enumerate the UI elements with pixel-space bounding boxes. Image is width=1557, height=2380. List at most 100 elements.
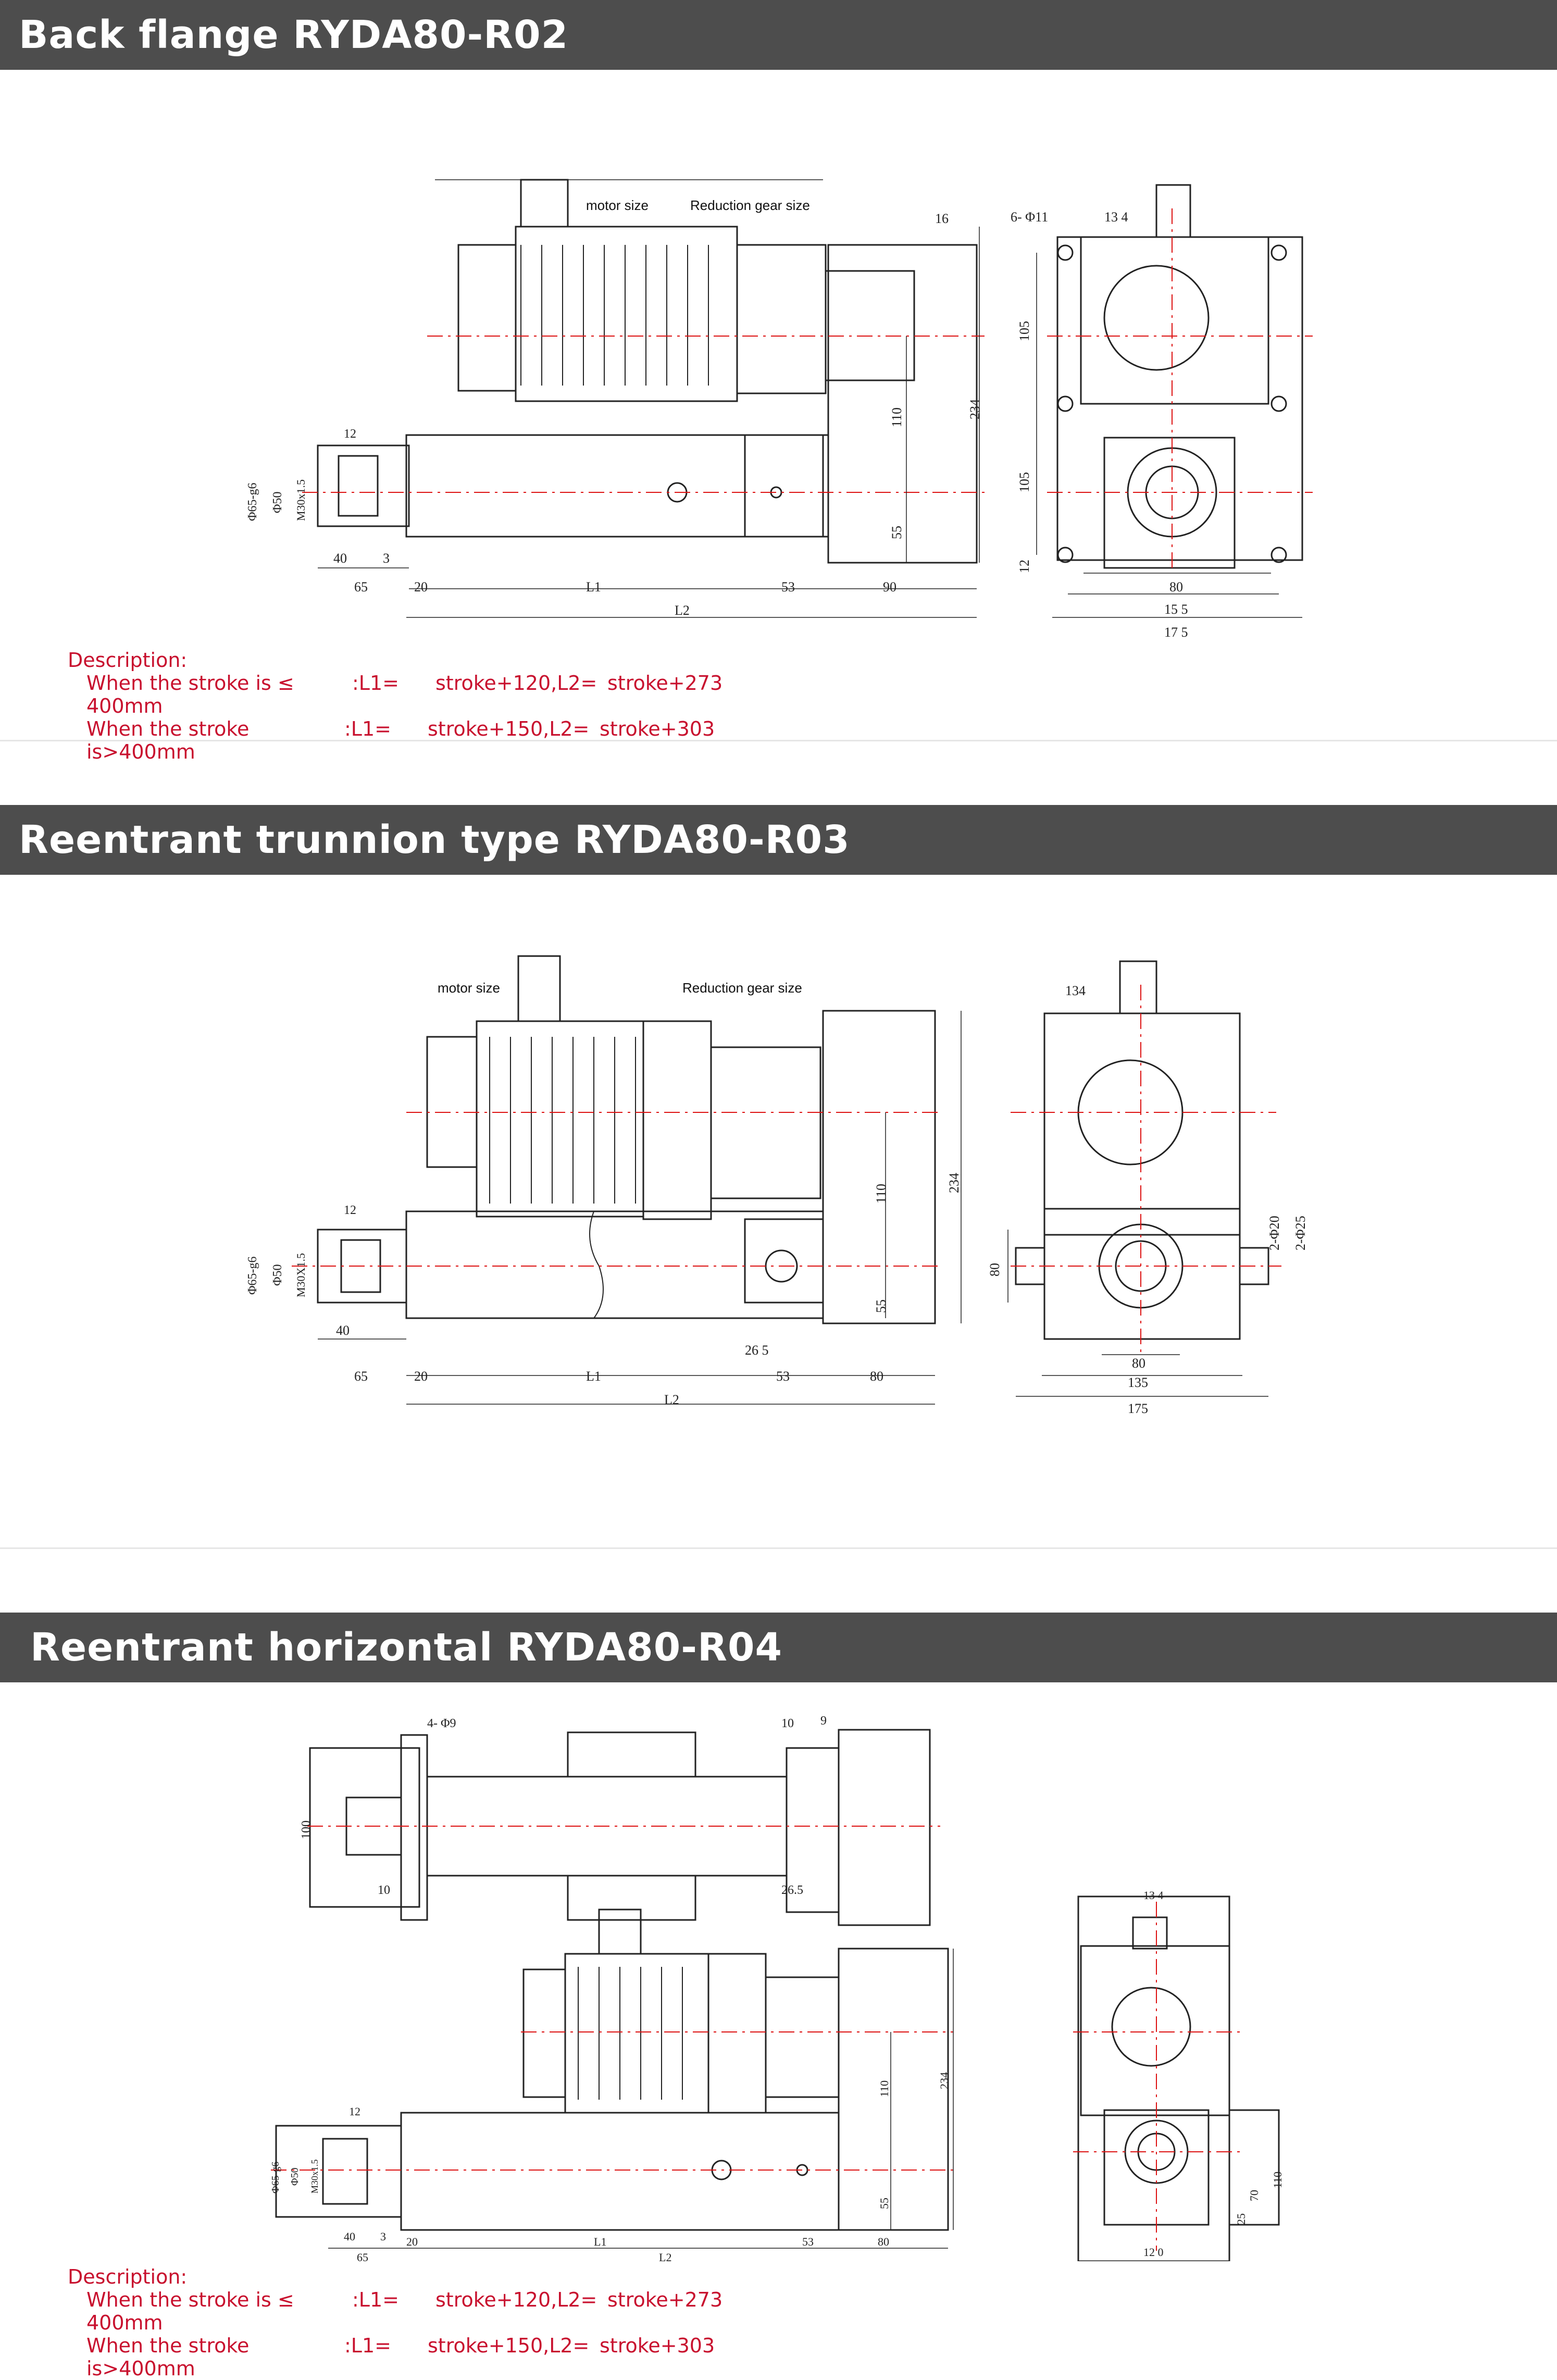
drawing-r04: 4- Φ9 10 9 100 10 26.5 12 40 (0, 1709, 1557, 2261)
end-connector (1132, 1916, 1168, 1950)
motor-body (515, 226, 738, 402)
drawing-r03: motor size Reduction gear size 12 40 65 … (0, 938, 1557, 1438)
description-r04: Description: When the stroke is ≤ 400mm … (68, 2265, 723, 2380)
dim-80: 80 (878, 2235, 889, 2248)
dim-55: 55 (889, 526, 904, 539)
description-r02: Description: When the stroke is ≤ 400mm … (68, 649, 723, 763)
base-foot (1228, 2109, 1280, 2226)
section-banner-r02: Back flange RYDA80-R02 (0, 0, 1557, 70)
description-row: When the stroke is>400mm :L1= stroke+150… (68, 717, 723, 763)
trunnion-block (744, 1218, 824, 1304)
dim-65: 65 (354, 579, 368, 594)
gear-housing (822, 1010, 936, 1324)
encoder-connector (517, 955, 561, 1022)
dim-110: 110 (889, 407, 904, 427)
dim-110-end: 110 (1271, 2172, 1284, 2188)
desc-condition: When the stroke is>400mm (86, 717, 250, 763)
dim-155: 15 5 (1164, 602, 1188, 617)
encoder-connector (598, 1908, 642, 1955)
dim-10-top: 10 (781, 1717, 794, 1730)
top-motor-upper (567, 1731, 696, 1778)
dim-4-holes: 4- Φ9 (427, 1717, 456, 1730)
dim-234: 234 (946, 1173, 962, 1193)
dim-10-bottom: 10 (378, 1883, 390, 1897)
end-centerlines (1073, 1902, 1240, 2251)
reducer-body (825, 270, 915, 381)
tube-end-block (744, 434, 829, 538)
encoder-connector (520, 179, 569, 228)
centerlines (302, 336, 990, 493)
dim-105-top: 105 (1017, 321, 1032, 341)
desc-l1: :L1= (352, 672, 399, 695)
drawing-r04-svg: 4- Φ9 10 9 100 10 26.5 12 40 (270, 1714, 1284, 2261)
description-row: When the stroke is ≤ 400mm :L1= stroke+1… (68, 672, 723, 717)
desc-value-2: stroke+273 (607, 672, 723, 695)
dim-L2: L2 (675, 603, 690, 618)
rod-end (275, 2125, 402, 2218)
dim-80-end: 80 (1169, 579, 1183, 594)
end-view-labels-r02: 6- Φ11 13 4 105 105 12 80 15 5 17 5 (1011, 209, 1188, 640)
motor-fins (520, 245, 709, 386)
dimension-lines (328, 1949, 954, 2249)
actuator-tube (405, 434, 824, 538)
end-plate (1056, 236, 1303, 561)
end-connector (1155, 184, 1191, 238)
dim-175: 175 (1128, 1401, 1148, 1416)
dim-134: 134 (1065, 983, 1086, 998)
top-motor-lower (567, 1875, 696, 1921)
gear-housing (838, 1948, 949, 2231)
dim-m30: M30X1.5 (294, 1253, 307, 1297)
dim-3: 3 (380, 2230, 386, 2243)
dim-90: 90 (883, 579, 896, 594)
top-left-plate (309, 1747, 420, 1908)
side-view-r04 (271, 1908, 954, 2249)
dim-234: 234 (967, 399, 982, 419)
dim-175: 17 5 (1164, 625, 1188, 640)
motor-flange (1043, 1012, 1241, 1236)
section-divider (0, 1547, 1557, 1549)
dim-3: 3 (383, 551, 390, 566)
section-title: Reentrant trunnion type RYDA80-R03 (19, 817, 850, 862)
motor-bore (1103, 265, 1210, 371)
dim-6-holes: 6- Φ11 (1011, 209, 1048, 225)
dim-26-5: 26 5 (745, 1343, 769, 1358)
dim-m30: M30x1.5 (294, 479, 307, 521)
desc-l1: :L1= (344, 717, 391, 740)
dim-110: 110 (874, 1184, 889, 1204)
dim-16: 16 (935, 211, 949, 226)
top-flange (400, 1734, 428, 1921)
desc-value-1: stroke+150,L2= (428, 2334, 590, 2357)
centerlines (292, 1112, 943, 1267)
side-view-labels-r04: 12 40 3 65 20 L1 53 80 L2 110 234 55 Φ65… (270, 2072, 951, 2261)
top-view-labels-r04: 4- Φ9 10 9 100 10 26.5 (300, 1714, 827, 1897)
dim-134: 13 4 (1104, 209, 1128, 225)
dim-40: 40 (344, 2230, 355, 2243)
mount-holes (1057, 244, 1287, 563)
desc-condition: When the stroke is ≤ 400mm (86, 672, 294, 717)
dim-12-end: 12 (1017, 560, 1032, 573)
reduction-gear-label: Reduction gear size (690, 197, 810, 213)
end-outline (1077, 1895, 1230, 2261)
dim-phi65: Φ65-g6 (246, 482, 259, 521)
dim-55: 55 (878, 2198, 891, 2209)
dim-L1: L1 (586, 1369, 601, 1384)
break-line (589, 1211, 604, 1319)
top-view-r04 (307, 1729, 940, 1926)
section-banner-r03: Reentrant trunnion type RYDA80-R03 (0, 805, 1557, 875)
desc-l1: :L1= (344, 2334, 391, 2357)
dim-phi50: Φ50 (289, 2167, 301, 2186)
dim-25: 25 (1235, 2213, 1248, 2225)
end-view-r03 (1007, 960, 1281, 1397)
reducer-flange (736, 244, 827, 394)
dim-L1: L1 (586, 579, 601, 594)
dim-2-phi25: 2-Φ25 (1293, 1216, 1308, 1250)
dim-120: 12 0 (1143, 2246, 1164, 2259)
motor-end-cap (457, 244, 517, 392)
dimension-lines (318, 1011, 962, 1405)
reducer-body (765, 1976, 840, 2098)
end-view-labels-r04: 13 4 110 70 25 12 0 (1143, 1889, 1284, 2259)
drawing-r03-svg: motor size Reduction gear size 12 40 65 … (246, 955, 1308, 1416)
description-heading: Description: (68, 649, 188, 672)
end-view-r04 (1073, 1895, 1280, 2261)
motor-size-label: motor size (438, 980, 500, 996)
